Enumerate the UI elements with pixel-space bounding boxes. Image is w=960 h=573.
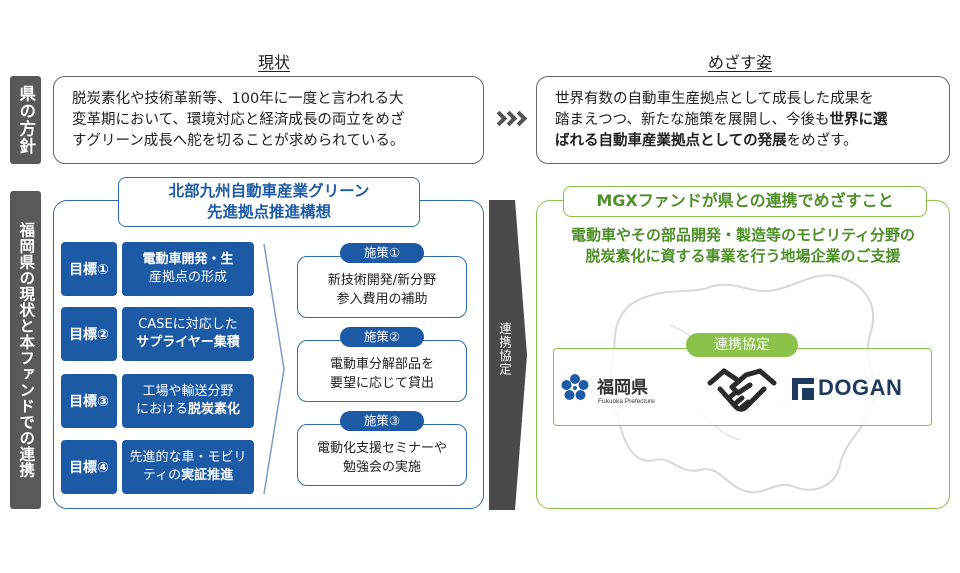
connection-arrow bbox=[489, 200, 527, 510]
fund-text: 電動車やその部品開発・製造等のモビリティ分野の 脱炭素化に資する事業を行う地場企… bbox=[540, 225, 946, 267]
goal-line-1: 世界有数の自動車生産拠点として成長した成果を bbox=[555, 91, 874, 107]
goal-line-2-normal: 踏まえつつ、新たな施策を展開し、今後も bbox=[555, 112, 830, 128]
side-label-status-text: 福岡県の現状と本ファンドでの連携 bbox=[17, 222, 36, 478]
policy-1-line-1: 新技術開発/新分野 bbox=[327, 273, 437, 288]
goal-text-2: CASEに対応したサプライヤー集積 bbox=[122, 307, 254, 361]
goal-line-2: 踏まえつつ、新たな施策を展開し、今後も世界に選 bbox=[555, 110, 937, 131]
goal-4-line-2-bold: 実証推進 bbox=[181, 468, 234, 483]
policy-pill-1: 施策① bbox=[340, 243, 424, 263]
goal-line-2-bold: 世界に選 bbox=[829, 112, 888, 128]
side-label-policy: 県の方針 bbox=[10, 76, 41, 164]
goal-2-line-2-bold: サプライヤー集積 bbox=[136, 335, 240, 350]
dogan-logo-text: DOGAN bbox=[818, 375, 903, 400]
policy-2-line-1: 電動車分解部品を bbox=[329, 357, 434, 372]
fukuoka-logo-text: 福岡県 bbox=[597, 378, 648, 398]
goal-line-3: ばれる自動車産業拠点としての発展をめざす。 bbox=[555, 131, 937, 152]
goal-2-line-1: CASEに対応した bbox=[138, 317, 238, 332]
policy-1-line-2: 参入費用の補助 bbox=[336, 292, 428, 307]
fund-line-1: 電動車やその部品開発・製造等のモビリティ分野の bbox=[570, 226, 916, 244]
goal-line-3-normal: をめざす。 bbox=[786, 133, 858, 149]
goal-3-line-1: 工場や輸送分野 bbox=[142, 384, 234, 399]
policy-3-line-2: 勉強会の実施 bbox=[342, 460, 421, 475]
goal-policy-box: 世界有数の自動車生産拠点として成長した成果を 踏まえつつ、新たな施策を展開し、今… bbox=[536, 76, 950, 164]
policy-2-line-2: 要望に応じて貸出 bbox=[329, 376, 434, 391]
policy-3-line-1: 電動化支援セミナーや bbox=[316, 441, 447, 456]
goal-label-1: 目標① bbox=[61, 242, 117, 296]
fund-title: MGXファンドが県との連携でめざすこと bbox=[563, 186, 927, 217]
goal-1-line-1: 電動車開発・生 bbox=[142, 252, 234, 267]
current-policy-box: 脱炭素化や技術革新等、100年に一度と言われる大 変革期において、環境対応と経済… bbox=[53, 76, 484, 164]
goal-text-4: 先進的な車・モビリティの実証推進 bbox=[122, 440, 254, 494]
initiative-title-line-2: 先進拠点推進構想 bbox=[206, 203, 331, 221]
initiative-title-line-1: 北部九州自動車産業グリーン bbox=[168, 182, 370, 200]
goal-line-3-bold: ばれる自動車産業拠点としての発展 bbox=[555, 133, 787, 149]
goal-3-line-2: における bbox=[135, 402, 188, 417]
goal-4-line-1: 先進的な車・モビリ bbox=[129, 450, 247, 465]
side-label-policy-text: 県の方針 bbox=[16, 85, 36, 155]
goal-1-line-2: 産拠点の形成 bbox=[148, 270, 227, 285]
goal-4-line-2: ティの bbox=[142, 468, 182, 483]
goal-label-3: 目標③ bbox=[61, 374, 117, 428]
header-goal: めざす姿 bbox=[707, 53, 772, 72]
logo-panel bbox=[553, 348, 932, 426]
initiative-title: 北部九州自動車産業グリーン 先進拠点推進構想 bbox=[118, 177, 420, 227]
policy-pill-2: 施策② bbox=[340, 327, 424, 347]
current-line-1: 脱炭素化や技術革新等、100年に一度と言われる大 bbox=[72, 91, 404, 107]
policy-box-1: 新技術開発/新分野参入費用の補助 bbox=[297, 256, 467, 318]
partnership-pill: 連携協定 bbox=[686, 333, 798, 357]
goal-text-3: 工場や輸送分野における脱炭素化 bbox=[122, 374, 254, 428]
goal-3-line-2-bold: 脱炭素化 bbox=[188, 402, 241, 417]
policy-pill-3: 施策③ bbox=[340, 411, 424, 431]
current-line-2: 変革期において、環境対応と経済成長の両立をめざ bbox=[72, 112, 405, 128]
fukuoka-logo-sub: Fukuoka Prefecture bbox=[598, 398, 655, 405]
header-current: 現状 bbox=[257, 53, 290, 72]
fund-line-2: 脱炭素化に資する事業を行う地場企業のご支援 bbox=[585, 247, 901, 265]
bracket-icon bbox=[263, 244, 285, 494]
handshake-icon bbox=[707, 368, 777, 412]
goal-label-4: 目標④ bbox=[61, 440, 117, 494]
policy-box-2: 電動車分解部品を要望に応じて貸出 bbox=[297, 340, 467, 402]
goal-text-1: 電動車開発・生産拠点の形成 bbox=[122, 242, 254, 296]
current-line-3: すグリーン成長へ舵を切ることが求められている。 bbox=[72, 133, 405, 149]
dogan-mark-icon bbox=[792, 378, 814, 400]
arrow-label: 連携協定 bbox=[497, 322, 512, 376]
fukuoka-flower-icon bbox=[561, 374, 589, 400]
side-label-status: 福岡県の現状と本ファンドでの連携 bbox=[10, 191, 41, 509]
policy-box-3: 電動化支援セミナーや勉強会の実施 bbox=[297, 424, 467, 486]
goal-label-2: 目標② bbox=[61, 307, 117, 361]
